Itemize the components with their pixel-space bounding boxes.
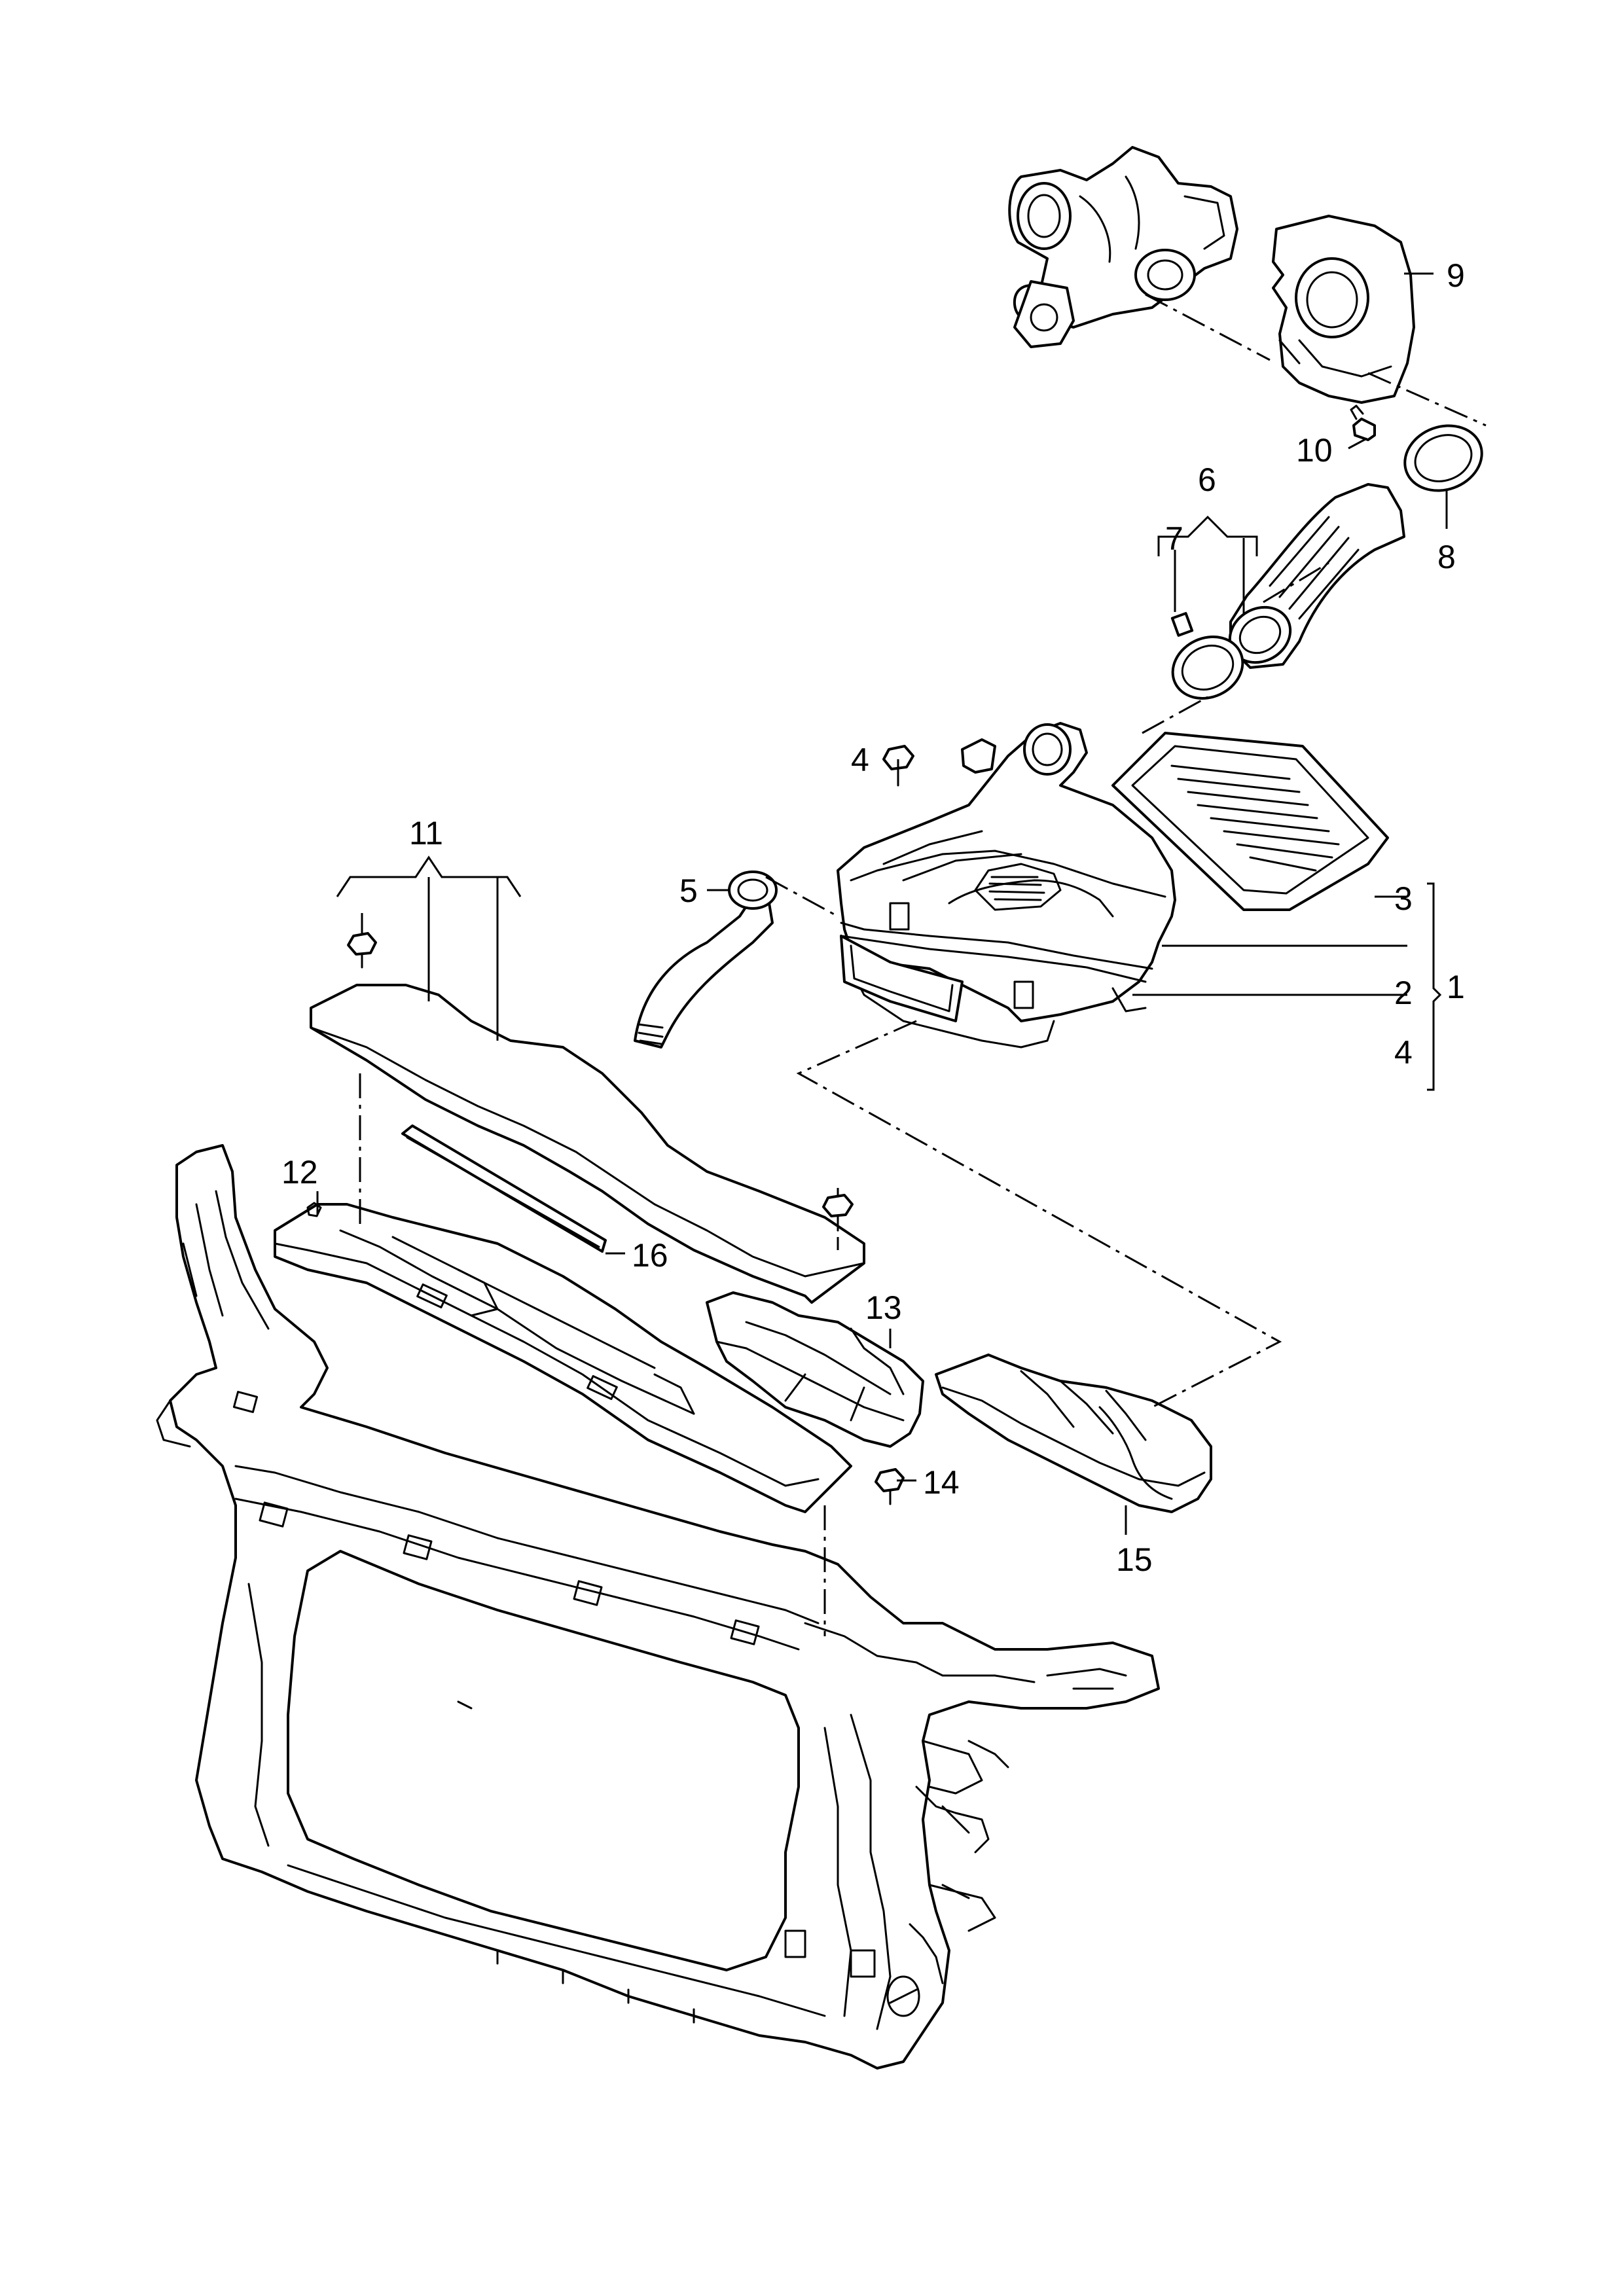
- callout-16: 16: [632, 1237, 668, 1274]
- air-filter-housing-part-1: [837, 722, 1176, 1049]
- callout-6: 15: [1116, 1541, 1153, 1578]
- callout-12: 11: [409, 815, 443, 852]
- callout-8: 7: [1165, 520, 1183, 557]
- assembly-lines: [359, 293, 1487, 1636]
- callout-2: 2: [1394, 975, 1413, 1011]
- intake-snorkel-part-6: [935, 1354, 1212, 1513]
- air-filter-element-part-3: [1111, 732, 1389, 911]
- bolt-part-11: [1350, 404, 1376, 441]
- air-duct-part-14: [706, 1291, 924, 1448]
- air-guide-part-13: [274, 1203, 852, 1513]
- bolt-part-15: [875, 1468, 905, 1505]
- callout-5: 5: [679, 872, 698, 909]
- callout-13: 12: [281, 1154, 318, 1191]
- turbocharger-assembly: [1008, 146, 1238, 348]
- leader-lines: [316, 272, 1448, 1535]
- callout-3: 3: [1394, 880, 1413, 917]
- callout-10: 9: [1447, 257, 1465, 294]
- callout-14: 13: [865, 1289, 902, 1326]
- clamp-part-9: [1403, 424, 1483, 492]
- callout-labels: 9 10 8 6 7 4 5 3 2 1 4 11 12 16 13 14 15: [281, 257, 1465, 1578]
- breather-hose-part-5: [634, 870, 778, 1049]
- lock-carrier-frame: [156, 1144, 1160, 2070]
- callout-7: 6: [1198, 461, 1216, 498]
- intake-duct-part-10: [1272, 215, 1415, 404]
- callout-4-bottom: 4: [1394, 1034, 1413, 1071]
- air-intake-hose-part-7: [1228, 483, 1405, 669]
- panel-bolts: [306, 932, 854, 1232]
- seal-strip-part-16: [401, 1124, 607, 1253]
- callout-15: 14: [923, 1464, 960, 1501]
- callout-4-top: 4: [851, 742, 869, 778]
- hose-clamp-part-8: [1170, 612, 1244, 700]
- callout-11: 10: [1296, 432, 1333, 469]
- cover-panel-part-12: [310, 984, 865, 1304]
- callout-1: 1: [1447, 969, 1465, 1005]
- callout-9: 8: [1437, 539, 1456, 575]
